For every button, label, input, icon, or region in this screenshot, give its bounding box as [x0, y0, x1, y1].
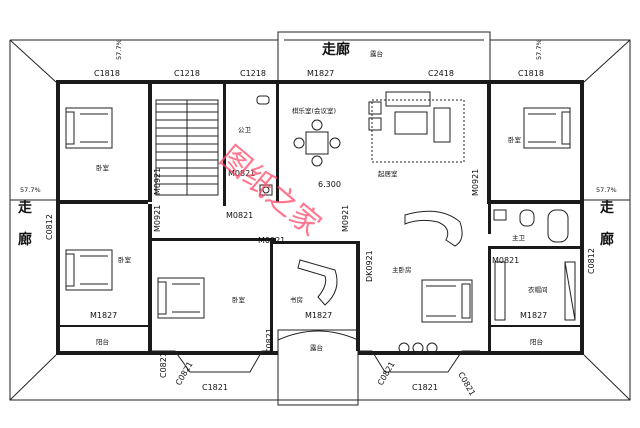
wall-h-stair-bottom — [152, 238, 276, 241]
slope-r: 57.7% — [596, 186, 617, 194]
wall-v-left-lower — [148, 204, 152, 351]
living-label: 起居室 — [378, 169, 398, 178]
toilet-label: 公卫 — [238, 126, 252, 134]
roof-hip-br — [583, 354, 631, 401]
wall-h-balcony-r — [491, 325, 580, 327]
code-c1818-r: C1818 — [518, 69, 544, 78]
roof-hip-tl — [9, 39, 57, 83]
code-m0821-b: M0821 — [226, 211, 253, 220]
corridor-left-label: 走 — [18, 200, 33, 216]
wall-v-study-right — [356, 241, 360, 351]
slope-tr: 57.7% — [535, 39, 543, 60]
wall-v-stair-left — [148, 84, 152, 202]
roof-hip-tr — [583, 39, 631, 83]
bedroom-tr-label: 卧室 — [508, 135, 522, 144]
wall-h-left-mid — [56, 200, 148, 204]
bed-top-right — [523, 107, 571, 149]
code-m1827-l: M1827 — [90, 311, 117, 320]
code-c1218-a: C1218 — [174, 69, 200, 78]
code-m0921-b: M0921 — [153, 205, 162, 232]
code-m0821-r: M0821 — [492, 256, 519, 265]
terrace-top-label: 露台 — [370, 49, 383, 58]
corridor-right-label: 走 — [600, 200, 615, 216]
balcony-right-label: 阳台 — [530, 337, 543, 346]
code-m0921-d: M0921 — [341, 205, 350, 232]
level-label: 6.300 — [318, 180, 341, 189]
curved-sofa — [404, 210, 463, 247]
bed-middle-left — [65, 249, 113, 291]
bed-top-left — [65, 107, 113, 149]
code-c1218-b: C1218 — [240, 69, 266, 78]
wardrobe-label: 衣帽间 — [528, 285, 548, 294]
corridor-top-label: 走廊 — [322, 41, 350, 58]
corridor-right-label-2: 廊 — [600, 231, 614, 248]
bay-window-left — [152, 350, 270, 373]
wall-v-toilet-right — [276, 84, 279, 202]
code-c2418: C2418 — [428, 69, 454, 78]
wall-left — [56, 80, 60, 355]
code-c0812-l: C0812 — [45, 214, 54, 240]
code-m1827-r: M1827 — [520, 311, 547, 320]
code-c0821-e: C0821 — [159, 352, 168, 378]
wall-h-right-mid — [487, 200, 584, 204]
code-c0821-b: C0821 — [174, 360, 195, 387]
bottom-terrace-arc — [277, 330, 359, 341]
bed-master — [421, 279, 473, 323]
terrace-bottom-label: 露台 — [310, 343, 323, 352]
wall-bottom-left — [56, 351, 278, 355]
code-m0921-a: M0921 — [153, 168, 162, 195]
code-m0821-a: M0821 — [228, 169, 255, 178]
slope-tl: 57.7% — [115, 39, 123, 60]
code-c1821-l: C1821 — [202, 383, 228, 392]
wall-top — [56, 80, 584, 84]
corridor-left-label-2: 廊 — [18, 231, 32, 248]
slope-l: 57.7% — [20, 186, 41, 194]
code-c0812-r: C0812 — [587, 248, 596, 274]
wall-bottom-right — [358, 351, 584, 355]
study-label: 书房 — [290, 295, 303, 304]
watermark: 图纸之家 — [213, 139, 327, 243]
code-m0921-c: M0921 — [258, 236, 285, 245]
study-desk — [297, 259, 338, 306]
wall-right — [580, 80, 584, 355]
master-bath-label: 主卫 — [512, 233, 526, 242]
code-c0821-a: C0821 — [265, 328, 274, 354]
sofa-set — [368, 91, 465, 163]
bed-bottom-middle — [157, 277, 205, 319]
lounge-label: 棋乐室(会议室) — [292, 106, 336, 115]
wall-v-bath — [488, 204, 491, 234]
wall-v-stair-right — [223, 84, 226, 206]
code-c1818-l: C1818 — [94, 69, 120, 78]
meeting-table — [293, 119, 341, 167]
wall-v-right-bed — [487, 84, 491, 200]
bedroom-ml-label: 卧室 — [118, 255, 132, 264]
wall-v-study-left — [270, 241, 273, 351]
bedroom-mid-label: 卧室 — [232, 295, 246, 304]
wall-h-bath-bottom — [491, 246, 584, 249]
code-m1827-mid: M1827 — [305, 311, 332, 320]
code-dk0921: DK0921 — [365, 250, 374, 282]
code-c1821-r: C1821 — [412, 383, 438, 392]
master-bath-fixtures — [493, 209, 569, 243]
wall-v-wardrobe — [488, 246, 491, 351]
roof-hip-bl — [9, 354, 57, 401]
code-c0821-d: C0821 — [456, 371, 477, 398]
bottom-terrace — [277, 329, 359, 406]
balcony-left-label: 阳台 — [96, 337, 109, 346]
code-m1827-top: M1827 — [307, 69, 334, 78]
code-m0921-right: M0921 — [471, 169, 480, 196]
wall-h-balcony-l — [60, 325, 148, 327]
bedroom-tl-label: 卧室 — [96, 163, 110, 172]
master-bed-label: 主卧房 — [392, 265, 412, 274]
lounge-chairs — [398, 342, 438, 354]
wardrobe-racks — [494, 261, 576, 321]
toilet-fixtures — [256, 95, 273, 196]
code-c0821-c: C0821 — [376, 360, 397, 387]
bay-window-right — [360, 350, 480, 373]
wall-h-study-top — [270, 241, 360, 244]
staircase — [155, 99, 219, 196]
